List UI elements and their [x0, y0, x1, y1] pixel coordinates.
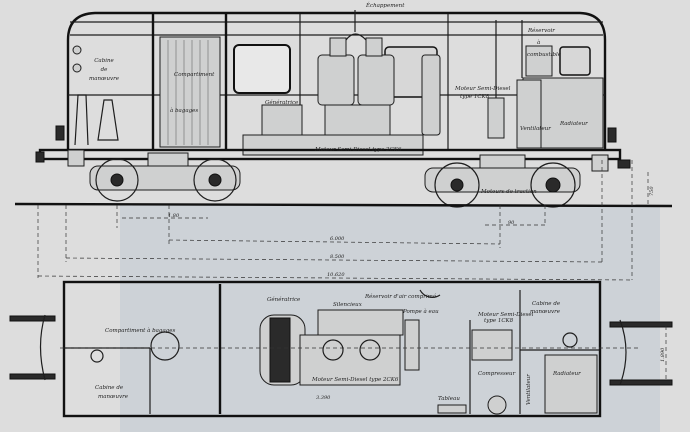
main-engine	[261, 10, 441, 141]
flywheel	[404, 319, 420, 371]
control-board	[437, 404, 467, 414]
buffer-right	[607, 127, 631, 169]
label-fan: Ventilateur	[520, 126, 551, 132]
label-fuel-tank: Réservoir	[527, 27, 555, 34]
label-aux-engine: Moteur Semi-Diesel	[454, 86, 511, 92]
dim-body-length: 8.500	[330, 254, 345, 260]
dim-axle-gap: 1.80	[168, 213, 180, 219]
plan-outline	[62, 280, 602, 418]
fan	[516, 79, 542, 149]
label-fuel-tank: combustible	[527, 52, 562, 58]
label-plan-compressor: Compresseur	[478, 371, 516, 377]
label-plan-silencer: Silencieux	[333, 302, 363, 308]
rail	[14, 202, 673, 208]
control-wheel-icon	[562, 332, 578, 348]
label-plan-cab-right: Cabine de	[532, 301, 561, 307]
label-cab: de	[101, 67, 109, 73]
label-traction-motors: Moteurs de traction	[480, 189, 537, 195]
label-plan-water-pump: Pompe à eau	[402, 308, 439, 315]
dim-bogie-centres: 6.000	[330, 236, 345, 242]
label-plan-aux-engine: Moteur Semi-Diesel	[477, 312, 534, 318]
silencer	[421, 54, 441, 136]
label-plan-fan: Ventilateur	[526, 374, 532, 405]
label-exhaust: Échappement	[365, 1, 405, 9]
label-plan-generator: Génératrice	[267, 296, 301, 303]
label-cab: manœuvre	[89, 76, 120, 82]
hand-brake-wheel	[150, 331, 180, 361]
compressor	[487, 395, 507, 415]
label-cab: Cabine	[94, 58, 114, 64]
bogie-left	[89, 158, 241, 202]
buffers-right	[609, 319, 673, 386]
label-compartment: Compartiment	[174, 72, 215, 78]
label-plan-radiator: Radiateur	[552, 371, 581, 377]
dim-overall-length: 10.620	[327, 272, 345, 278]
buffer-left	[35, 125, 65, 163]
label-plan-main-engine: Moteur Semi-Diesel type 2CK6	[311, 377, 399, 383]
aux-engine	[487, 97, 505, 139]
label-plan-cab-left: manœuvre	[98, 394, 129, 400]
label-plan-baggage: Compartiment à bagages	[105, 327, 176, 334]
label-baggage: à bagages	[170, 107, 198, 114]
side-elevation: 1.80 6.000 8.500 10.620 90 750 Échappeme…	[14, 1, 673, 281]
dim-height: 750	[649, 186, 655, 196]
label-plan-cab-left: Cabine de	[95, 385, 124, 391]
dim-engine-length: 3.390	[316, 395, 331, 401]
bogie-right	[424, 162, 581, 208]
gauge-icon	[72, 63, 82, 73]
gauge-icon	[72, 45, 82, 55]
label-fuel-tank: à	[537, 39, 540, 46]
baggage-door	[159, 36, 221, 148]
air-tank	[419, 289, 441, 298]
plan-radiator	[544, 354, 598, 414]
fuel-tank	[525, 45, 553, 77]
label-plan-board: Tableau	[438, 396, 460, 402]
label-aux-engine: type 1CK8	[460, 94, 490, 100]
label-main-engine: Moteur Semi-Diesel type 2CK6	[314, 147, 402, 153]
window	[559, 46, 591, 76]
plan-main-engine	[259, 289, 441, 386]
label-generator: Génératrice	[265, 99, 299, 106]
buffers-left	[9, 314, 56, 381]
window	[233, 44, 291, 94]
label-radiator: Radiateur	[559, 121, 588, 127]
generator	[261, 104, 303, 141]
label-plan-aux-engine: type 1CK8	[484, 318, 514, 324]
control-wheel-icon	[90, 349, 104, 363]
label-plan-air-tank: Réservoir d'air comprimé	[364, 293, 437, 300]
label-plan-cab-right: manœuvre	[530, 309, 561, 315]
dim-overhang: 90	[508, 220, 515, 226]
plan-view: Compartiment à bagages Cabine de manœuvr…	[9, 280, 673, 418]
dim-gauge: 1.890	[660, 347, 666, 362]
dimension-lines	[37, 160, 649, 281]
hand-brake-column	[97, 99, 119, 141]
body-outline	[66, 11, 607, 150]
